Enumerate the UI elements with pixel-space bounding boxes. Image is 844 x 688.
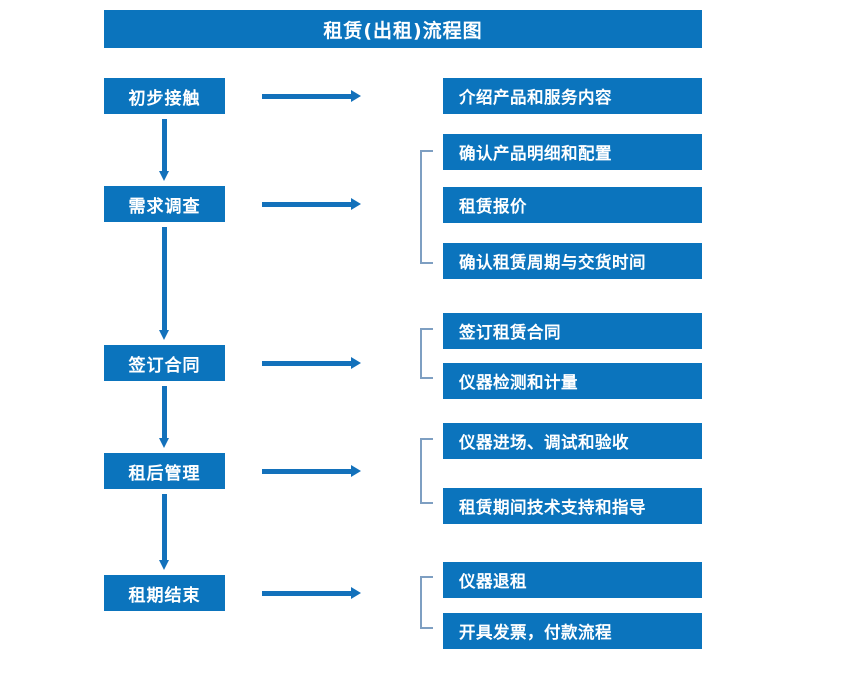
horizontal-arrow-stage1 [262,90,361,102]
vertical-arrow-stage3-stage4 [159,386,169,448]
detail-box-invoice-payment[interactable]: 开具发票，付款流程 [443,613,702,649]
arrow-stem [262,94,352,99]
stage-box-needs-survey[interactable]: 需求调查 [104,186,225,222]
arrow-head [159,171,169,181]
diagram-title: 租赁(出租)流程图 [104,10,702,48]
arrow-stem [262,469,352,474]
horizontal-arrow-stage4 [262,465,361,477]
arrow-stem [162,227,167,331]
arrow-stem [162,494,167,561]
arrow-head [159,560,169,570]
detail-box-instrument-test[interactable]: 仪器检测和计量 [443,363,702,399]
arrow-head [351,90,361,102]
horizontal-arrow-stage2 [262,198,361,210]
horizontal-arrow-stage3 [262,357,361,369]
detail-box-instrument-arrival[interactable]: 仪器进场、调试和验收 [443,423,702,459]
vertical-arrow-stage4-stage5 [159,494,169,570]
detail-box-introduce-products[interactable]: 介绍产品和服务内容 [443,78,702,114]
detail-box-confirm-spec[interactable]: 确认产品明细和配置 [443,134,702,170]
stage-box-lease-end[interactable]: 租期结束 [104,575,225,611]
group-bracket-lease-end [420,576,433,629]
arrow-stem [162,119,167,172]
arrow-head [351,198,361,210]
arrow-stem [262,361,352,366]
arrow-head [351,587,361,599]
arrow-head [351,357,361,369]
detail-box-rental-quote[interactable]: 租赁报价 [443,187,702,223]
detail-box-lease-period[interactable]: 确认租赁周期与交货时间 [443,243,702,279]
detail-box-return-instrument[interactable]: 仪器退租 [443,562,702,598]
detail-box-sign-lease[interactable]: 签订租赁合同 [443,313,702,349]
detail-box-tech-support[interactable]: 租赁期间技术支持和指导 [443,488,702,524]
vertical-arrow-stage1-stage2 [159,119,169,181]
arrow-head [159,330,169,340]
arrow-stem [262,202,352,207]
stage-box-post-rent-mgmt[interactable]: 租后管理 [104,453,225,489]
arrow-head [351,465,361,477]
horizontal-arrow-stage5 [262,587,361,599]
group-bracket-needs-survey [420,150,433,264]
vertical-arrow-stage2-stage3 [159,227,169,340]
arrow-stem [162,386,167,439]
group-bracket-sign-contract [420,328,433,379]
stage-box-sign-contract[interactable]: 签订合同 [104,345,225,381]
arrow-head [159,438,169,448]
group-bracket-post-rent-mgmt [420,438,433,504]
stage-box-initial-contact[interactable]: 初步接触 [104,78,225,114]
arrow-stem [262,591,352,596]
